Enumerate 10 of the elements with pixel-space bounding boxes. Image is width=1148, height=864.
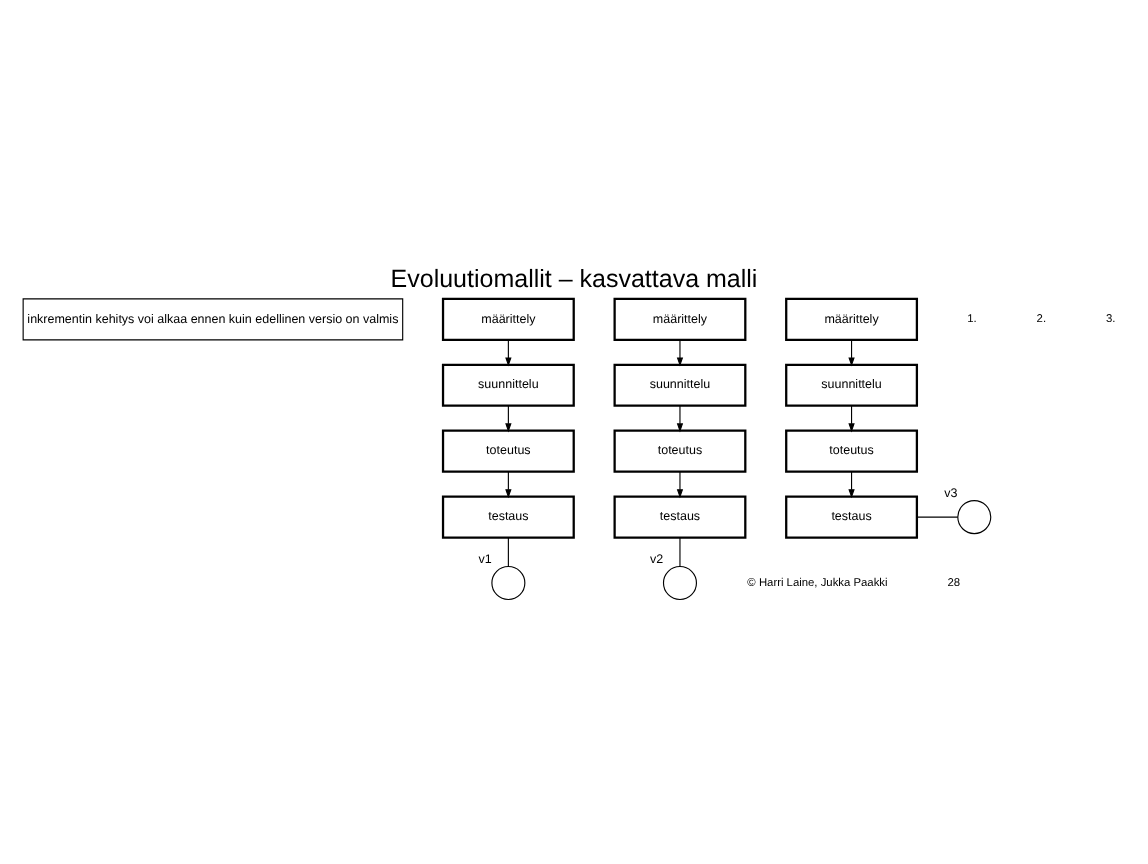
connector	[679, 536, 681, 566]
arrow	[676, 404, 684, 432]
diagram-title: Evoluutiomallit – kasvattava malli	[390, 264, 758, 293]
node-circle	[957, 499, 992, 534]
node-circle	[491, 564, 526, 600]
connector	[916, 515, 959, 517]
connector	[507, 536, 509, 566]
arrow	[676, 470, 684, 498]
node-circle	[662, 564, 697, 600]
arrow	[676, 338, 684, 366]
